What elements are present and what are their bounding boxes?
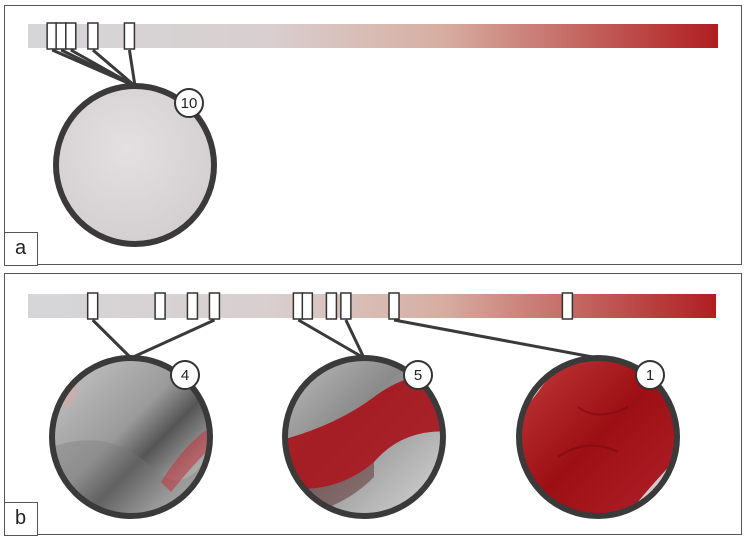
- red-streak: [161, 427, 210, 492]
- color-scale-bar: [28, 24, 718, 48]
- scale-marker: [55, 22, 67, 50]
- color-scale-bar: [28, 294, 716, 318]
- lens-count-label: 5: [414, 367, 422, 384]
- scale-marker: [340, 292, 352, 320]
- magnifier-lens: [519, 358, 677, 516]
- scale-marker: [65, 22, 77, 50]
- scale-marker: [154, 292, 166, 320]
- red-band: [285, 374, 443, 490]
- scale-marker: [87, 22, 99, 50]
- magnifier-ring: [49, 355, 213, 519]
- scale-marker: [561, 292, 574, 320]
- connector-line: [91, 48, 136, 88]
- lens-count-badge: [170, 360, 200, 390]
- lens-count-label: 4: [181, 367, 189, 384]
- scale-marker: [301, 292, 314, 320]
- lens-count-label: 10: [181, 95, 198, 112]
- magnifier-ring: [282, 355, 446, 519]
- lens-count-badge: [403, 360, 433, 390]
- scale-marker: [325, 292, 338, 320]
- connector-line: [297, 318, 365, 360]
- red-fold: [557, 406, 629, 458]
- magnifier-ring: [53, 83, 217, 247]
- lens-count-badge: [635, 360, 665, 390]
- scale-marker: [186, 292, 199, 320]
- scale-marker: [86, 292, 99, 320]
- connector-line: [344, 319, 366, 359]
- connector-line: [393, 318, 599, 360]
- panel-label-a: a: [3, 231, 38, 266]
- lens-count-label: 1: [646, 367, 654, 384]
- scale-marker: [388, 292, 400, 320]
- panel-label-b: b: [3, 501, 38, 536]
- connector-line: [127, 49, 137, 87]
- scale-marker: [208, 292, 221, 320]
- scale-marker: [123, 22, 136, 50]
- connector-line: [91, 318, 133, 360]
- connector-line: [70, 48, 136, 88]
- magnifier-ring: [516, 355, 680, 519]
- lens-count-badge: [174, 88, 204, 118]
- connector-line: [130, 318, 216, 360]
- magnifier-lens: [56, 86, 214, 244]
